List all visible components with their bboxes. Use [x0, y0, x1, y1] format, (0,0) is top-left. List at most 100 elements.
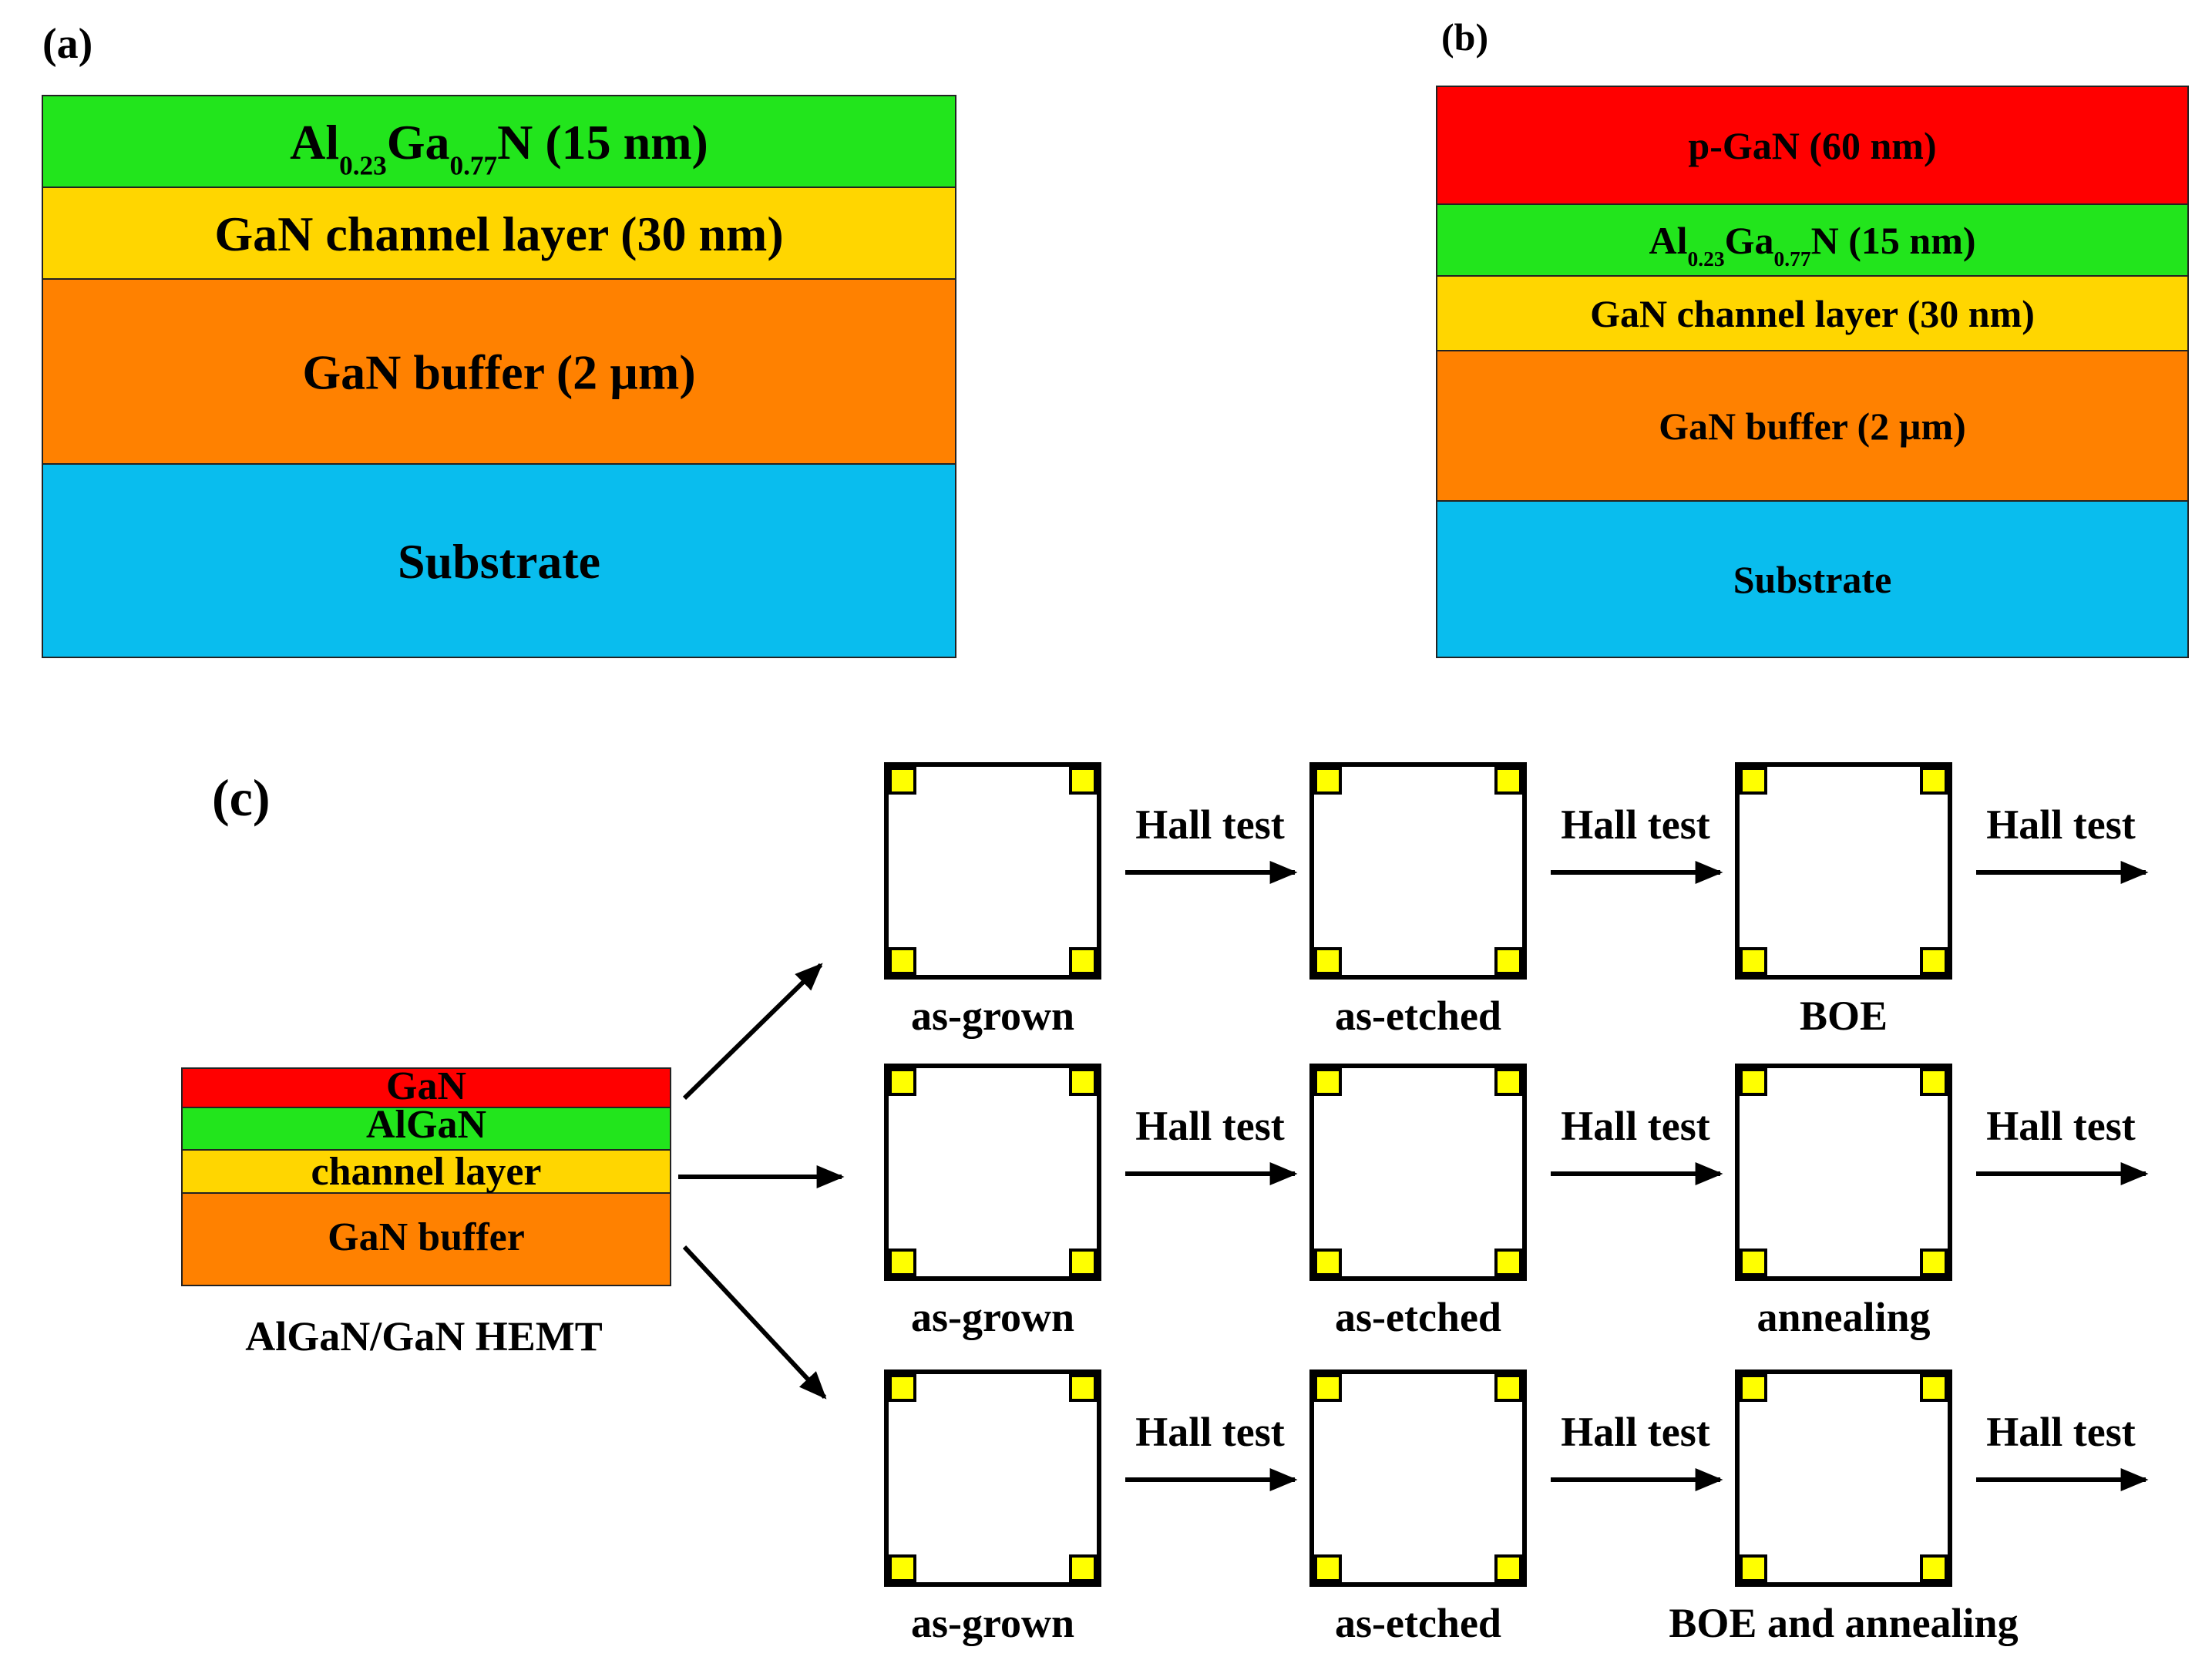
layer-p-gan [1436, 86, 2189, 205]
branch-arrow-3 [682, 1245, 827, 1400]
contact-pad [1069, 947, 1097, 975]
sample-square [884, 1369, 1101, 1587]
stack-caption: AlGaN/GaN HEMT [245, 1313, 603, 1359]
contact-pad [1069, 1554, 1097, 1582]
step-caption: BOE [1800, 993, 1888, 1039]
contact-pad [1920, 1068, 1948, 1096]
contact-pad [1494, 1249, 1522, 1276]
contact-pad [1920, 1249, 1948, 1276]
layer-label-p-gan: p-GaN (60 nm) [1688, 124, 1936, 167]
panel-label-c: (c) [212, 768, 270, 827]
branch-arrow-1 [682, 963, 823, 1101]
subscript: 0.77 [450, 150, 498, 180]
contact-pad [1314, 1249, 1342, 1276]
stack-layer-buffer [181, 1192, 671, 1286]
layer-label-buffer: GaN buffer (2 µm) [302, 344, 695, 399]
sample-as-etched: as-etched [1309, 1064, 1527, 1340]
hall-test-label: Hall test [1561, 1103, 1709, 1149]
sample-square [1735, 762, 1952, 980]
contact-pad [889, 1554, 916, 1582]
layer-label-algan-barrier: Al0.23Ga0.77N (15 nm) [290, 115, 708, 180]
sample-as-grown: as-grown [884, 1369, 1101, 1646]
contact-pad [1494, 1554, 1522, 1582]
stack-label-buffer: GaN buffer [328, 1215, 525, 1259]
hall-test-label: Hall test [1986, 1103, 2135, 1149]
layer-label-channel: GaN channel layer (30 nm) [214, 207, 783, 261]
step-caption: as-grown [911, 1294, 1074, 1340]
formula-part: Al [1649, 219, 1687, 262]
sample-square [884, 1064, 1101, 1281]
formula-part: N (15 nm) [497, 115, 708, 170]
subscript: 0.77 [1774, 247, 1811, 271]
contact-pad [1069, 1068, 1097, 1096]
step-caption: as-etched [1335, 1294, 1501, 1340]
panel-label-a: (a) [42, 20, 92, 68]
contact-pad [1069, 1374, 1097, 1402]
hall-test-label: Hall test [1986, 1409, 2135, 1455]
formula-part: Ga [387, 115, 450, 170]
layer-label-channel: GaN channel layer (30 nm) [1590, 292, 2035, 335]
sample-as-grown: as-grown [884, 762, 1101, 1039]
sample-square [1735, 1369, 1952, 1587]
stack-layer-gan-cap [181, 1067, 671, 1108]
stack-label-gan-cap: GaN [386, 1064, 466, 1108]
subscript: 0.23 [1687, 247, 1724, 271]
layer-label-substrate: Substrate [1733, 558, 1892, 601]
hall-test-label: Hall test [1986, 802, 2135, 848]
contact-pad [889, 1068, 916, 1096]
contact-pad [1920, 1554, 1948, 1582]
panel-a: (a) Al0.23Ga0.77N (15 nm) GaN channel laye… [42, 20, 956, 658]
sample-boe: BOE [1735, 762, 1952, 1039]
sample-as-etched: as-etched [1309, 762, 1527, 1039]
contact-pad [1740, 1374, 1767, 1402]
step-caption: as-grown [911, 1600, 1074, 1646]
formula-part: Ga [1725, 219, 1774, 262]
layer-buffer [1436, 350, 2189, 502]
contact-pad [1314, 1068, 1342, 1096]
contact-pad [889, 767, 916, 795]
contact-pad [1314, 1554, 1342, 1582]
step-caption: as-etched [1335, 993, 1501, 1039]
sample-square [1735, 1064, 1952, 1281]
sample-square [1309, 762, 1527, 980]
panel-label-b: (b) [1441, 15, 1488, 59]
hall-test-label: Hall test [1561, 1409, 1709, 1455]
contact-pad [1314, 1374, 1342, 1402]
formula-part: Al [290, 115, 339, 170]
layer-algan-barrier [42, 95, 956, 188]
contact-pad [1069, 767, 1097, 795]
contact-pad [1494, 1068, 1522, 1096]
contact-pad [1314, 947, 1342, 975]
sample-square [1309, 1369, 1527, 1587]
contact-pad [1494, 767, 1522, 795]
stack-label-channel: channel layer [311, 1150, 542, 1194]
layer-buffer [42, 278, 956, 465]
sample-boe-and-annealing: BOE and annealing [1669, 1369, 2019, 1646]
layer-label-buffer: GaN buffer (2 µm) [1659, 405, 1966, 448]
step-caption: BOE and annealing [1669, 1600, 2018, 1646]
formula-part: N (15 nm) [1811, 219, 1976, 262]
sample-as-grown: as-grown [884, 1064, 1101, 1340]
step-caption: as-grown [911, 993, 1074, 1039]
contact-pad [1069, 1249, 1097, 1276]
contact-pad [1494, 1374, 1522, 1402]
sample-as-etched: as-etched [1309, 1369, 1527, 1646]
stack-label-algan: AlGaN [366, 1103, 486, 1147]
contact-pad [889, 947, 916, 975]
flow-row-2: as-grown Hall test as-etched Hall test annea… [884, 1064, 2149, 1340]
sample-square [884, 762, 1101, 980]
subscript: 0.23 [339, 150, 387, 180]
stack-layer-algan [181, 1107, 671, 1151]
layer-label-substrate: Substrate [398, 534, 600, 589]
contact-pad [1740, 1068, 1767, 1096]
contact-pad [1920, 1374, 1948, 1402]
contact-pad [1494, 947, 1522, 975]
stack-layer-channel [181, 1149, 671, 1194]
step-caption: annealing [1756, 1294, 1930, 1340]
contact-pad [1740, 1249, 1767, 1276]
hall-test-label: Hall test [1561, 802, 1709, 848]
